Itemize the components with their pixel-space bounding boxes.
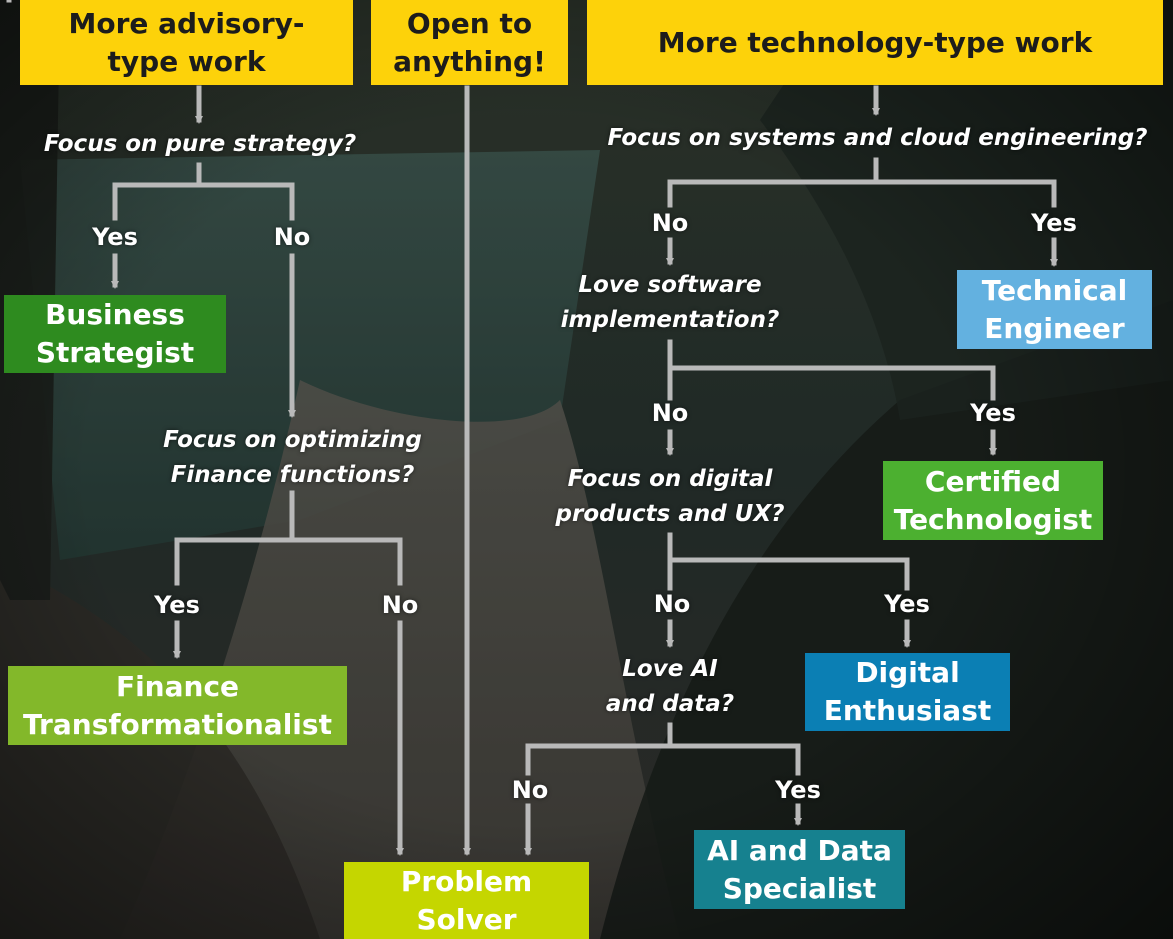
start-box-technology: More technology-type work	[587, 0, 1163, 85]
answer-yes-label: Yes	[775, 776, 821, 804]
outcome-technical-engineer: Technical Engineer	[957, 270, 1152, 349]
answer-yes-label: Yes	[884, 590, 930, 618]
answer-yes-label: Yes	[92, 223, 138, 251]
answer-yes-label: Yes	[970, 399, 1016, 427]
outcome-certified-technologist: Certified Technologist	[883, 461, 1103, 540]
start-box-advisory: More advisory- type work	[20, 0, 353, 85]
answer-no-label: No	[651, 209, 689, 237]
outcome-digital-enthusiast: Digital Enthusiast	[805, 653, 1010, 731]
answer-no-label: No	[511, 776, 549, 804]
answer-no-label: No	[273, 223, 311, 251]
answer-yes-label: Yes	[1031, 209, 1077, 237]
outcome-finance-transformationalist: Finance Transformationalist	[8, 666, 347, 745]
answer-yes-label: Yes	[154, 591, 200, 619]
question-pure-strategy: Focus on pure strategy?	[43, 131, 357, 157]
answer-no-label: No	[653, 590, 691, 618]
start-box-open: Open to anything!	[371, 0, 568, 85]
outcome-ai-data-specialist: AI and Data Specialist	[694, 830, 905, 909]
question-ai-data: Love AI and data?	[605, 656, 735, 717]
outcome-business-strategist: Business Strategist	[4, 295, 226, 373]
answer-no-label: No	[651, 399, 689, 427]
question-digital-products: Focus on digital products and UX?	[555, 466, 785, 527]
answer-no-label: No	[381, 591, 419, 619]
outcome-problem-solver: Problem Solver	[344, 862, 589, 939]
question-software-implementation: Love software implementation?	[560, 272, 780, 333]
question-systems-cloud: Focus on systems and cloud engineering?	[607, 125, 1148, 151]
question-optimizing-finance: Focus on optimizing Finance functions?	[163, 427, 422, 488]
